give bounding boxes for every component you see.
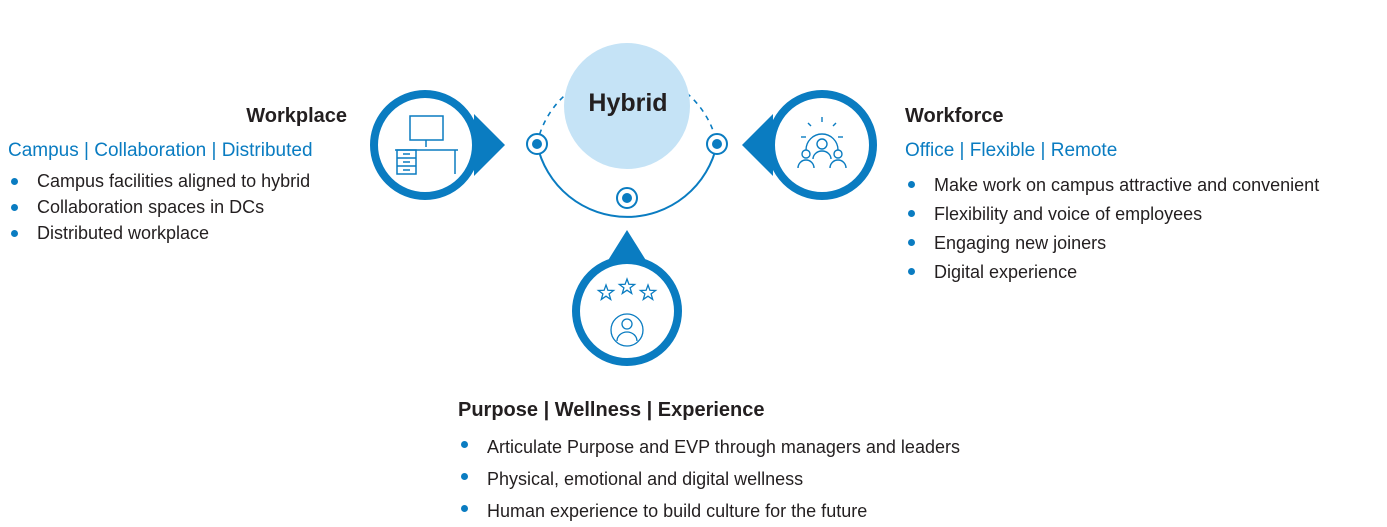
workplace-pointer	[370, 90, 505, 200]
left-connector-node	[526, 133, 548, 155]
list-item: Collaboration spaces in DCs	[8, 194, 360, 220]
workplace-subtitle: Campus | Collaboration | Distributed	[8, 140, 313, 161]
workforce-title: Workforce	[905, 105, 1004, 127]
hybrid-label: Hybrid	[588, 89, 668, 117]
workplace-section: Workplace Campus | Collaboration | Distr…	[8, 104, 360, 246]
purpose-title: Purpose | Wellness | Experience	[458, 399, 765, 421]
person-stars-icon	[596, 277, 658, 347]
desk-computer-icon	[395, 115, 458, 175]
workforce-pointer	[742, 90, 877, 200]
list-item: Campus facilities aligned to hybrid	[8, 168, 360, 194]
right-connector-node	[706, 133, 728, 155]
list-item: Flexibility and voice of employees	[905, 200, 1383, 229]
list-item: Distributed workplace	[8, 220, 360, 246]
workforce-bullet-list: Make work on campus attractive and conve…	[905, 171, 1383, 287]
list-item: Digital experience	[905, 258, 1383, 287]
workplace-bullet-list: Campus facilities aligned to hybrid Coll…	[8, 168, 360, 246]
hybrid-center-circle	[564, 43, 690, 169]
bottom-connector-node	[616, 187, 638, 209]
outer-ring-solid-arc	[536, 143, 718, 218]
list-item: Engaging new joiners	[905, 229, 1383, 258]
list-item: Human experience to build culture for th…	[458, 495, 1078, 527]
purpose-section: Purpose | Wellness | Experience Articula…	[458, 398, 1078, 527]
workforce-subtitle: Office | Flexible | Remote	[905, 140, 1118, 161]
list-item: Make work on campus attractive and conve…	[905, 171, 1383, 200]
purpose-pointer	[572, 230, 682, 366]
list-item: Physical, emotional and digital wellness	[458, 463, 1078, 495]
workforce-section: Workforce Office | Flexible | Remote Mak…	[905, 104, 1383, 287]
purpose-bullet-list: Articulate Purpose and EVP through manag…	[458, 431, 1078, 527]
outer-ring-dashed-arc	[536, 70, 718, 145]
list-item: Articulate Purpose and EVP through manag…	[458, 431, 1078, 463]
workplace-title: Workplace	[246, 105, 347, 127]
team-gear-icon	[797, 117, 847, 169]
